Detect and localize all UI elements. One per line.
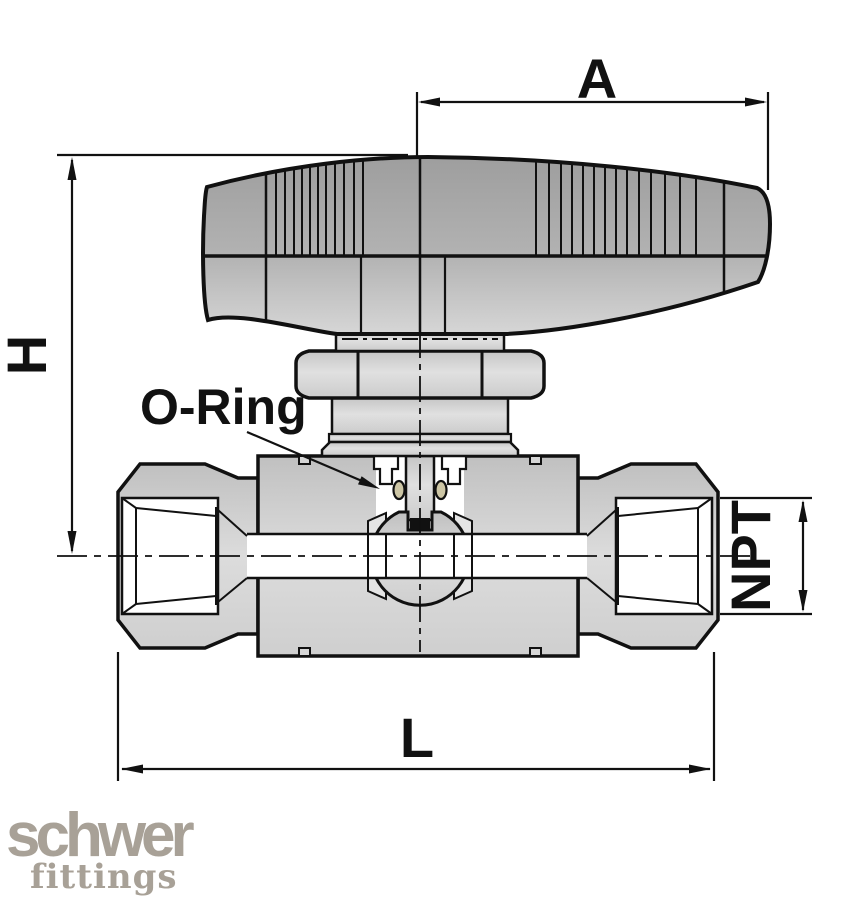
panel-nut	[294, 349, 546, 400]
arrowhead	[121, 764, 143, 774]
brand-logo: schwer fittings	[6, 801, 200, 897]
bore-walls	[247, 532, 587, 580]
dimension-npt: NPT	[719, 496, 812, 616]
arrowhead	[745, 97, 767, 107]
o-ring-label: O-Ring	[140, 379, 307, 435]
arrowhead	[798, 590, 808, 612]
arrowhead	[67, 157, 77, 180]
leader-arrowhead	[358, 476, 380, 489]
arrowhead	[418, 97, 440, 107]
seam-notch	[298, 647, 311, 657]
dim-label-l: L	[400, 706, 434, 769]
centerlines	[57, 332, 750, 652]
handle-outline	[201, 154, 773, 336]
arrowhead	[689, 764, 711, 774]
arrowhead	[798, 500, 808, 522]
leader-line	[246, 430, 363, 483]
grip-ribs-left	[275, 157, 364, 256]
o-rings	[392, 479, 448, 501]
o-ring-right	[434, 479, 448, 501]
seam-notch	[529, 455, 542, 465]
logo-sub-text: fittings	[30, 857, 178, 897]
handle	[201, 154, 773, 336]
logo-brand-text: schwer	[6, 801, 195, 870]
dimension-h: H	[0, 153, 408, 554]
o-ring-callout: O-Ring	[140, 379, 380, 489]
seam-notch	[529, 647, 542, 657]
dimension-l: L	[116, 652, 716, 781]
dimension-a: A	[415, 47, 770, 190]
thread-cone-transitions	[217, 509, 617, 603]
arrowhead	[67, 531, 77, 554]
o-ring-left	[392, 479, 406, 501]
stem-gland-slots	[372, 456, 468, 486]
dim-label-a: A	[577, 47, 617, 110]
dim-label-npt: NPT	[719, 500, 782, 612]
dim-label-h: H	[0, 335, 58, 375]
